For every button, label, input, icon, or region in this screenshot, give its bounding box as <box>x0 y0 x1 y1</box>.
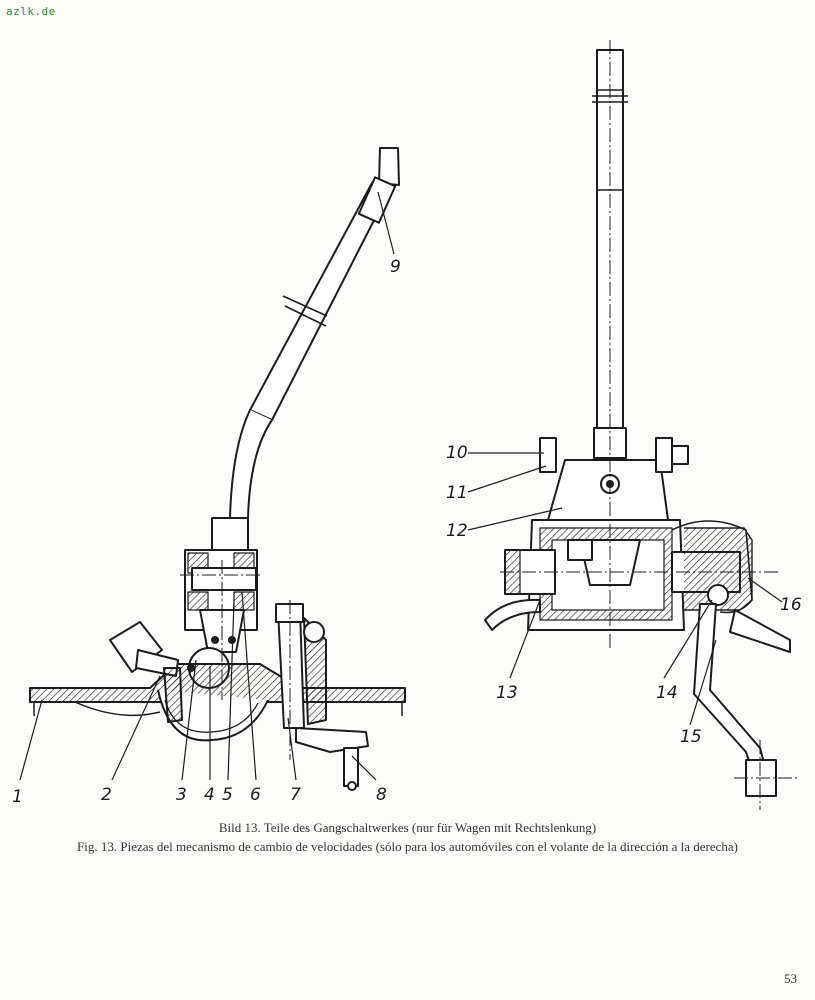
watermark-text: azlk.de <box>6 5 56 18</box>
right-view-assembly <box>484 40 800 810</box>
part-number-labels: 1 2 3 4 5 6 7 8 9 10 11 12 13 14 15 16 <box>12 257 802 807</box>
part-label-10: 10 <box>446 443 468 463</box>
part-label-13: 13 <box>496 683 518 703</box>
part-label-9: 9 <box>390 257 401 277</box>
figure-caption-german: Bild 13. Teile des Gangschaltwerkes (nur… <box>218 820 597 835</box>
part-label-12: 12 <box>446 521 468 541</box>
part-label-6: 6 <box>250 785 261 805</box>
part-label-3: 3 <box>176 785 187 805</box>
left-view-assembly <box>29 147 406 791</box>
part-label-7: 7 <box>290 785 301 805</box>
part-label-8: 8 <box>376 785 387 805</box>
page-number: 53 <box>784 971 797 986</box>
part-label-16: 16 <box>780 595 802 615</box>
part-label-2: 2 <box>101 785 112 805</box>
figure-caption-spanish: Fig. 13. Piezas del mecanismo de cambio … <box>77 839 738 854</box>
part-label-5: 5 <box>222 785 233 805</box>
part-label-15: 15 <box>680 727 702 747</box>
part-label-11: 11 <box>446 483 468 503</box>
part-label-1: 1 <box>12 787 23 807</box>
right-view-leader-lines <box>467 452 783 726</box>
part-label-14: 14 <box>656 683 678 703</box>
part-label-4: 4 <box>204 785 215 805</box>
left-view-leader-lines <box>19 191 395 781</box>
